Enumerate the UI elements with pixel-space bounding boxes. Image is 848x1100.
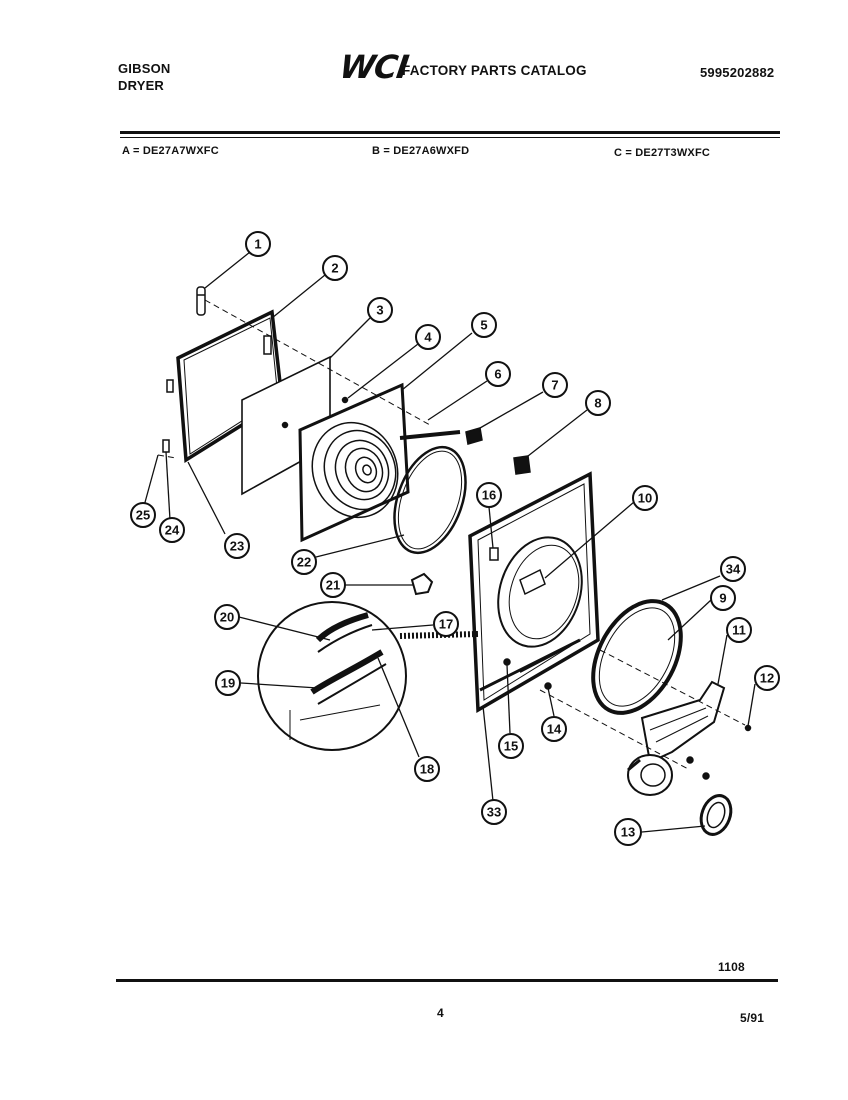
- svg-text:4: 4: [424, 330, 432, 345]
- callout-11: 11: [726, 617, 752, 643]
- header-rule-thick: [120, 131, 780, 134]
- figure-number: 1108: [718, 960, 745, 974]
- svg-text:25: 25: [136, 508, 150, 523]
- footer-rule: [116, 979, 778, 982]
- callout-bubbles: 1 2 3 4 5 6 7 8 9 10 11 12 13 14 15 16 1…: [130, 231, 780, 846]
- hinge-part: [196, 286, 206, 316]
- svg-text:34: 34: [726, 562, 741, 577]
- svg-text:5: 5: [480, 318, 487, 333]
- svg-text:9: 9: [719, 591, 726, 606]
- brand-name: GIBSON: [118, 61, 171, 76]
- felt-seal: [591, 599, 683, 715]
- callout-19: 19: [215, 670, 241, 696]
- callout-8: 8: [585, 390, 611, 416]
- door-seal: [393, 445, 467, 555]
- svg-text:15: 15: [504, 739, 518, 754]
- callout-23: 23: [224, 533, 250, 559]
- callout-33: 33: [481, 799, 507, 825]
- svg-text:18: 18: [420, 762, 434, 777]
- callout-18-detail: 18: [414, 756, 440, 782]
- bushing: [699, 794, 733, 836]
- callout-14: 14: [541, 716, 567, 742]
- svg-text:16: 16: [482, 488, 496, 503]
- svg-text:3: 3: [376, 303, 383, 318]
- callout-15: 15: [498, 733, 524, 759]
- svg-text:19: 19: [221, 676, 235, 691]
- product-type: DRYER: [118, 78, 165, 93]
- callout-12: 12: [754, 665, 780, 691]
- callout-6: 6: [485, 361, 511, 387]
- callout-22: 22: [291, 549, 317, 575]
- callout-3: 3: [367, 297, 393, 323]
- callout-1: 1: [245, 231, 271, 257]
- callout-10: 10: [632, 485, 658, 511]
- svg-text:2: 2: [331, 261, 338, 276]
- svg-text:12: 12: [760, 671, 774, 686]
- svg-text:8: 8: [594, 396, 601, 411]
- svg-text:13: 13: [621, 825, 635, 840]
- inner-door: [298, 382, 461, 543]
- catalog-title: FACTORY PARTS CATALOG: [402, 63, 587, 78]
- detail-magnifier: [257, 601, 479, 751]
- callout-2: 2: [322, 255, 348, 281]
- svg-text:21: 21: [326, 578, 340, 593]
- callout-25: 25: [130, 502, 156, 528]
- svg-text:10: 10: [638, 491, 652, 506]
- catalog-number: 5995202882: [700, 65, 775, 80]
- svg-text:17: 17: [439, 617, 453, 632]
- callout-5: 5: [471, 312, 497, 338]
- callout-24: 24: [159, 517, 185, 543]
- svg-text:11: 11: [732, 623, 746, 638]
- svg-text:33: 33: [487, 805, 501, 820]
- callout-13: 13: [614, 818, 642, 846]
- page-number: 4: [437, 1006, 444, 1020]
- callout-7: 7: [542, 372, 568, 398]
- revision-date: 5/91: [740, 1011, 765, 1025]
- explosion-axis-lines: [157, 299, 746, 771]
- part-drawings: [157, 286, 752, 836]
- callout-21: 21: [320, 572, 346, 598]
- leader-lines: [143, 251, 756, 833]
- svg-text:24: 24: [165, 523, 180, 538]
- callout-34: 34: [720, 556, 746, 582]
- callout-20: 20: [214, 604, 240, 630]
- lint-duct: [627, 680, 726, 796]
- svg-text:6: 6: [494, 367, 501, 382]
- callout-17: 17: [433, 611, 459, 637]
- model-c: C = DE27T3WXFC: [614, 147, 711, 159]
- svg-text:22: 22: [297, 555, 311, 570]
- front-panel: [468, 471, 600, 713]
- callout-16: 16: [476, 482, 502, 508]
- svg-text:23: 23: [230, 539, 244, 554]
- model-b: B = DE27A6WXFD: [372, 145, 470, 157]
- header-rule-thin: [120, 137, 780, 138]
- svg-text:1: 1: [254, 237, 261, 252]
- svg-text:20: 20: [220, 610, 234, 625]
- model-a: A = DE27A7WXFC: [122, 145, 219, 157]
- svg-text:14: 14: [547, 722, 562, 737]
- callout-9: 9: [710, 585, 736, 611]
- callout-4: 4: [415, 324, 441, 350]
- svg-text:7: 7: [551, 378, 558, 393]
